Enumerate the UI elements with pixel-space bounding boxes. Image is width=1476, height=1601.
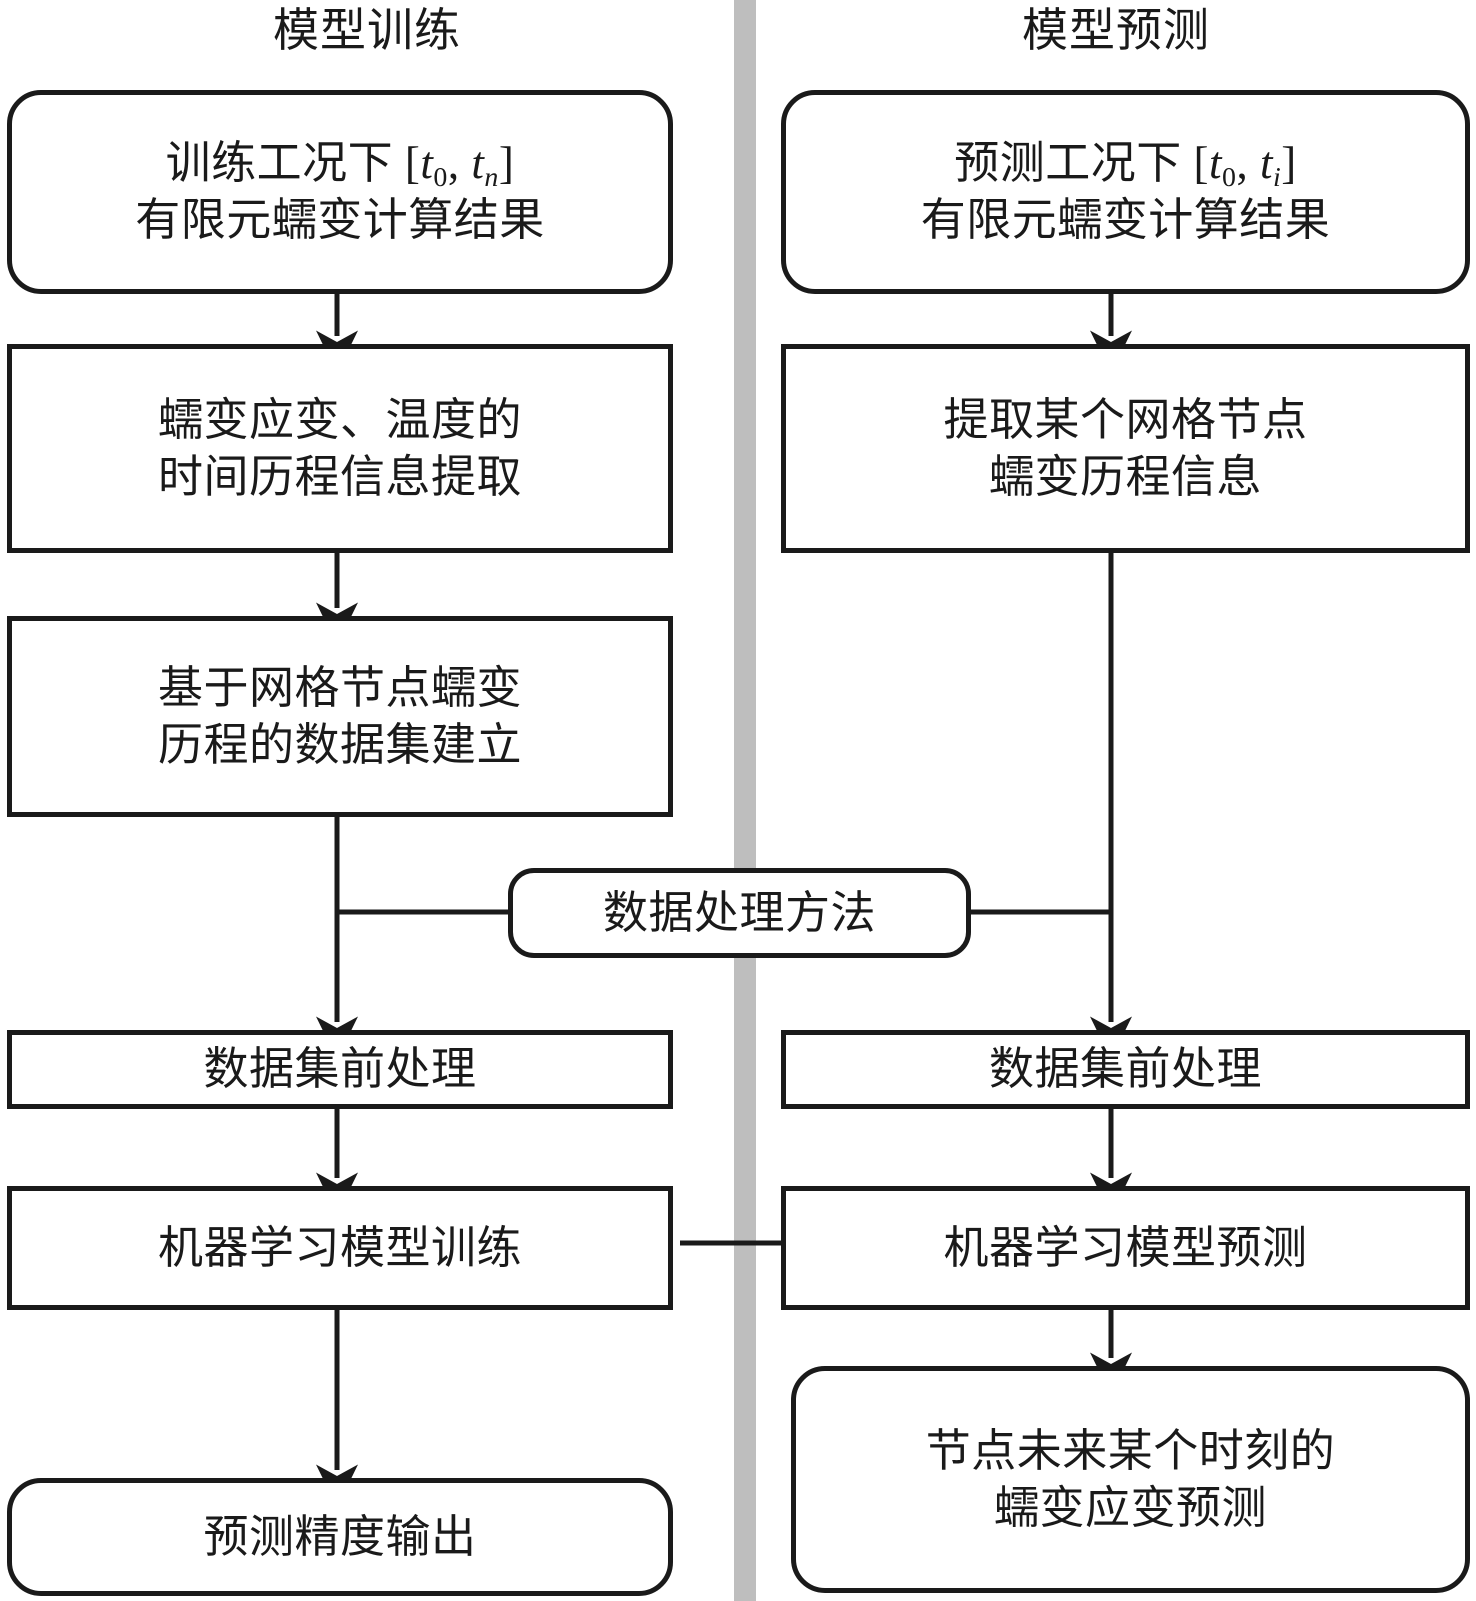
node-label: 预测精度输出 [203, 1511, 477, 1562]
column-title-training: 模型训练 [273, 5, 461, 56]
node-dataset-preprocess-right[interactable]: 数据集前处理 [781, 1030, 1470, 1109]
node-ml-model-prediction[interactable]: 机器学习模型预测 [781, 1186, 1470, 1310]
node-ml-model-training[interactable]: 机器学习模型训练 [7, 1186, 673, 1310]
node-prediction-fe-results[interactable]: 预测工况下 [t0, ti]有限元蠕变计算结果 [781, 90, 1470, 294]
node-data-processing-method[interactable]: 数据处理方法 [508, 868, 971, 958]
node-label: 提取某个网格节点 蠕变历程信息 [943, 394, 1308, 502]
node-future-creep-strain-prediction[interactable]: 节点未来某个时刻的 蠕变应变预测 [791, 1366, 1470, 1593]
node-accuracy-output[interactable]: 预测精度输出 [7, 1478, 673, 1596]
node-label: 预测工况下 [t0, ti]有限元蠕变计算结果 [920, 138, 1331, 245]
node-extract-node-history[interactable]: 提取某个网格节点 蠕变历程信息 [781, 344, 1470, 553]
column-title-prediction: 模型预测 [1022, 5, 1210, 56]
node-label: 数据集前处理 [203, 1044, 477, 1095]
node-label: 机器学习模型训练 [157, 1222, 522, 1273]
node-label: 数据集前处理 [988, 1044, 1262, 1095]
node-label: 基于网格节点蠕变 历程的数据集建立 [157, 662, 522, 770]
node-build-dataset[interactable]: 基于网格节点蠕变 历程的数据集建立 [7, 616, 673, 817]
node-extract-creep-temp-history[interactable]: 蠕变应变、温度的 时间历程信息提取 [7, 344, 673, 553]
node-label: 机器学习模型预测 [943, 1222, 1308, 1273]
node-label: 数据处理方法 [602, 887, 876, 938]
node-dataset-preprocess-left[interactable]: 数据集前处理 [7, 1030, 673, 1109]
column-divider [734, 0, 756, 1601]
node-label: 节点未来某个时刻的 蠕变应变预测 [925, 1425, 1336, 1533]
node-label: 训练工况下 [t0, tn]有限元蠕变计算结果 [135, 138, 545, 245]
node-label: 蠕变应变、温度的 时间历程信息提取 [157, 394, 522, 502]
node-training-fe-results[interactable]: 训练工况下 [t0, tn]有限元蠕变计算结果 [7, 90, 673, 294]
